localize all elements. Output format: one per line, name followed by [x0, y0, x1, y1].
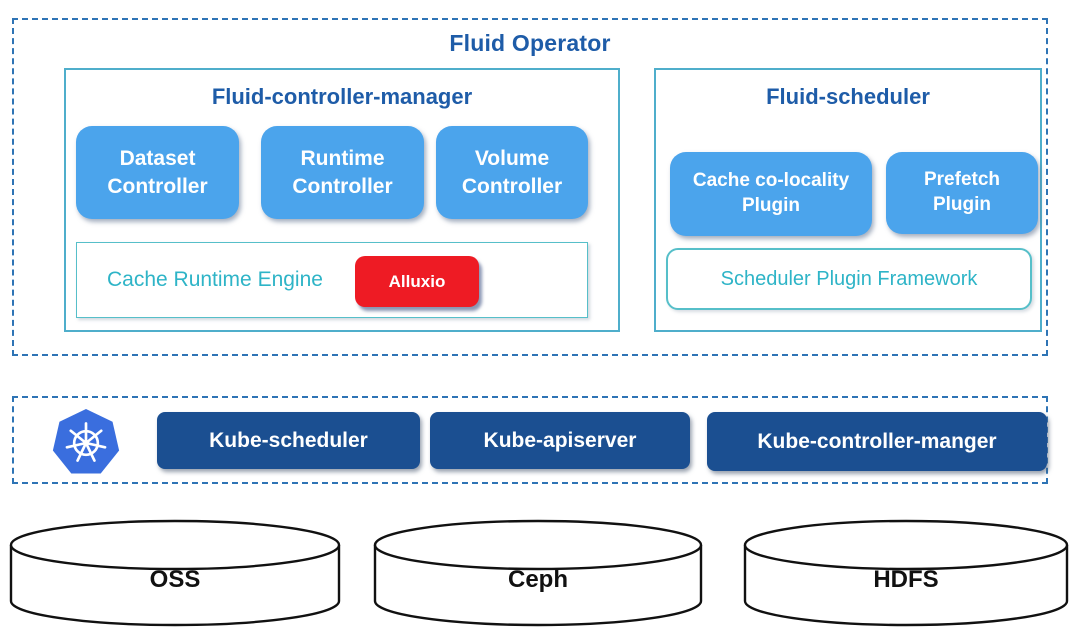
alluxio-badge: Alluxio	[355, 256, 479, 307]
oss-label: OSS	[149, 566, 201, 593]
hdfs-label: HDFS	[873, 566, 939, 593]
volume-controller-block: Volume Controller	[436, 126, 588, 219]
oss-storage-cylinder: OSS	[8, 518, 342, 628]
kube-controller-manager-block: Kube-controller-manger	[707, 412, 1047, 471]
fluid-scheduler-box: Fluid-scheduler Cache co-locality Plugin…	[654, 68, 1042, 332]
fluid-controller-manager-title: Fluid-controller-manager	[211, 84, 473, 109]
kubernetes-icon	[50, 407, 122, 479]
runtime-controller-block: Runtime Controller	[261, 126, 424, 219]
cache-runtime-engine-label: Cache Runtime Engine	[107, 268, 323, 291]
kubernetes-layer-container: Kube-scheduler Kube-apiserver Kube-contr…	[12, 396, 1048, 484]
hdfs-storage-cylinder: HDFS	[742, 518, 1070, 628]
cache-co-locality-plugin-block: Cache co-locality Plugin	[670, 152, 872, 236]
cache-runtime-engine-box: Cache Runtime Engine Alluxio	[76, 242, 588, 318]
dataset-controller-block: Dataset Controller	[76, 126, 239, 219]
fluid-operator-container: Fluid Operator Fluid-controller-manager …	[12, 18, 1048, 356]
kube-apiserver-block: Kube-apiserver	[430, 412, 690, 469]
fluid-controller-manager-box: Fluid-controller-manager Dataset Control…	[64, 68, 620, 332]
kube-scheduler-block: Kube-scheduler	[157, 412, 420, 469]
fluid-operator-title: Fluid Operator	[449, 30, 611, 56]
scheduler-plugin-framework-box: Scheduler Plugin Framework	[666, 248, 1032, 310]
prefetch-plugin-block: Prefetch Plugin	[886, 152, 1038, 234]
ceph-storage-cylinder: Ceph	[372, 518, 704, 628]
ceph-label: Ceph	[508, 566, 568, 593]
fluid-scheduler-title: Fluid-scheduler	[766, 84, 930, 109]
